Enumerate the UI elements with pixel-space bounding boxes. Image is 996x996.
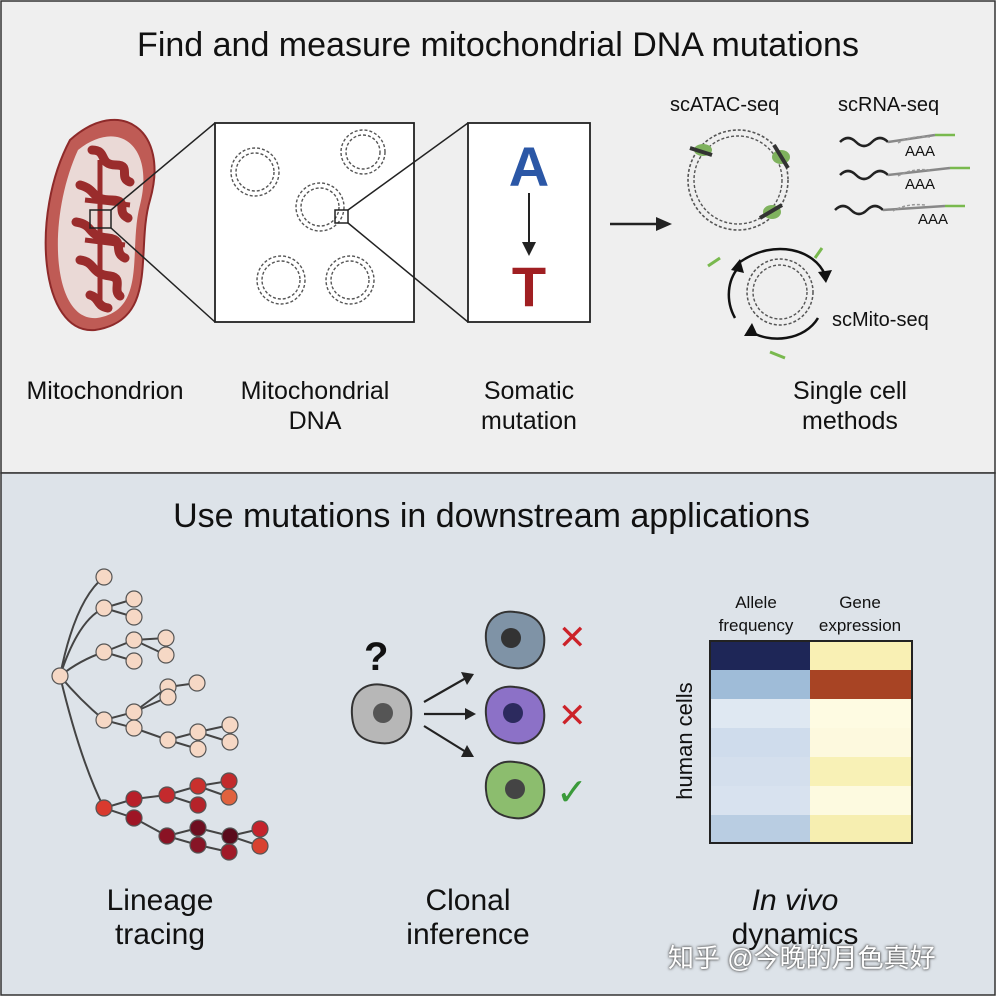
heatmap — [709, 640, 913, 844]
mitochondrion-icon — [44, 119, 156, 332]
methods-label-line1: Single cell — [793, 377, 907, 405]
candidate-cell-green — [484, 760, 546, 820]
heatmap-row-axis-label: human cells — [672, 682, 697, 800]
scrna-icon — [834, 133, 970, 216]
heatmap-col1-line1: Allele — [735, 593, 777, 612]
heatmap-col2-line1: Gene — [839, 593, 881, 612]
lineage-tree — [59, 576, 261, 853]
methods-label-line2: methods — [802, 407, 898, 435]
invivo-label-line2: dynamics — [731, 918, 859, 951]
mtdna-circles — [230, 129, 386, 305]
heatmap-col2-line2: expression — [818, 616, 902, 635]
candidate-cell-purple — [484, 685, 546, 745]
polya-label-3: AAA — [918, 211, 949, 228]
candidate-cell-blue — [484, 610, 546, 670]
somatic-label-line1: Somatic — [483, 377, 575, 405]
scatac-icon — [687, 129, 790, 231]
clonal-label-line1: Clonal — [425, 884, 511, 917]
mtdna-label-line1: Mitochondrial — [240, 377, 390, 405]
polya-label-1: AAA — [905, 143, 936, 160]
clonal-label-line2: inference — [406, 918, 530, 951]
scatac-label: scATAC-seq — [670, 94, 780, 116]
scmito-label: scMito-seq — [832, 309, 929, 331]
cross-mark-1: ✕ — [558, 619, 587, 657]
scrna-label: scRNA-seq — [838, 94, 940, 116]
scmito-icon — [707, 247, 832, 360]
mitochondrion-label: Mitochondrion — [26, 377, 184, 405]
lineage-label-line2: tracing — [114, 918, 206, 951]
mutation-to-base: T — [511, 255, 547, 318]
clone-arrows — [423, 677, 468, 753]
heatmap-col1-line2: frequency — [718, 616, 794, 635]
query-cell — [350, 683, 413, 745]
bottom-panel-title: Use mutations in downstream applications — [173, 497, 810, 535]
invivo-label-line1: In vivo — [751, 884, 839, 917]
lineage-nodes — [51, 568, 269, 861]
polya-label-2: AAA — [905, 176, 936, 193]
mutation-from-base: A — [508, 135, 550, 198]
lineage-label-line1: Lineage — [106, 884, 214, 917]
mtdna-label-line2: DNA — [288, 407, 342, 435]
somatic-label-line2: mutation — [481, 407, 577, 435]
check-mark: ✓ — [556, 772, 588, 814]
top-panel-title: Find and measure mitochondrial DNA mutat… — [137, 26, 859, 64]
mtdna-box — [214, 122, 415, 323]
question-mark: ? — [364, 635, 389, 679]
cross-mark-2: ✕ — [558, 697, 587, 735]
watermark: 知乎 @今晚的月色真好 — [668, 943, 936, 973]
